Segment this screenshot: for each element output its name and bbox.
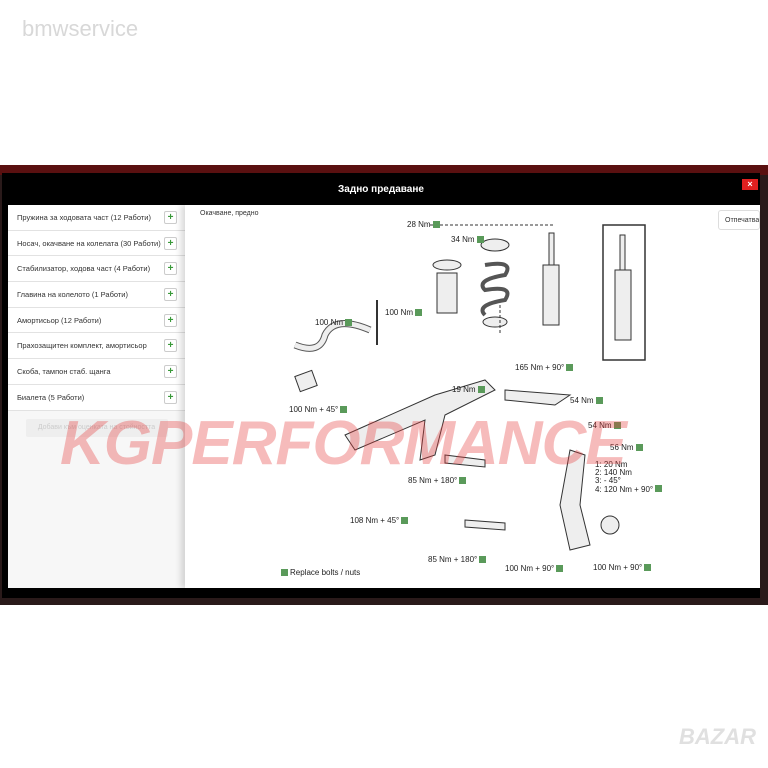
sidebar-item[interactable]: Пружина за ходовата част (12 Работи) + <box>8 205 185 231</box>
modal: Задно предаване × Пружина за ходовата ча… <box>2 173 760 598</box>
add-icon[interactable]: + <box>164 339 177 353</box>
category-sidebar: Пружина за ходовата част (12 Работи) + Но… <box>8 205 185 588</box>
print-button[interactable]: Отпечатване <box>718 210 760 230</box>
add-icon[interactable]: + <box>164 390 177 404</box>
diagram-subtitle: Окачване, предно <box>200 210 259 217</box>
item-label: Скоба, тампон стаб. щанга <box>17 366 111 376</box>
torque-label: 54 Nm <box>588 421 621 430</box>
torque-label: 54 Nm <box>570 396 603 405</box>
item-label: Главина на колелото (1 Работи) <box>17 289 128 299</box>
item-label: Носач, окачване на колелата (30 Работи) <box>17 238 161 248</box>
sidebar-item[interactable]: Прахозащитен комплект, амортисьор + <box>8 333 185 360</box>
sidebar-item[interactable]: Биалета (5 Работи) + <box>8 384 185 411</box>
add-icon[interactable]: + <box>164 313 177 327</box>
replace-icon <box>281 569 288 576</box>
torque-label: 108 Nm + 45° <box>350 516 409 525</box>
torque-label: 100 Nm + 90° <box>505 564 564 573</box>
torque-label: 85 Nm + 180° <box>408 476 467 485</box>
sidebar-item[interactable]: Стабилизатор, ходова част (4 Работи) + <box>8 256 185 283</box>
add-icon[interactable]: + <box>164 262 177 276</box>
add-icon[interactable]: + <box>164 364 177 378</box>
item-label: Прахозащитен комплект, амортисьор <box>17 341 147 351</box>
sidebar-item[interactable]: Амортисьор (12 Работи) + <box>8 307 185 334</box>
add-icon[interactable]: + <box>164 287 177 301</box>
torque-label: 165 Nm + 90° <box>515 363 574 372</box>
sidebar-item[interactable]: Носач, окачване на колелата (30 Работи)+ <box>8 230 185 257</box>
torque-label: 85 Nm + 180° <box>428 555 487 564</box>
suspension-diagram <box>293 224 646 551</box>
watermark-bazar: BAZAR <box>679 724 756 749</box>
add-icon[interactable]: + <box>164 210 177 224</box>
modal-title: Задно предаване <box>338 184 424 195</box>
add-to-estimate-button[interactable]: Добави към оценката на стойността <box>25 418 168 437</box>
item-label: Амортисьор (12 Работи) <box>17 315 102 325</box>
item-label: Биалета (5 Работи) <box>17 392 85 402</box>
torque-label: 100 Nm <box>315 318 353 327</box>
item-label: Стабилизатор, ходова част (4 Работи) <box>17 264 151 274</box>
torque-label: 100 Nm <box>385 308 423 317</box>
add-icon[interactable]: + <box>164 236 177 250</box>
torque-label: 19 Nm <box>452 385 485 394</box>
torque-label: 100 Nm + 90° <box>593 563 652 572</box>
torque-label: 28 Nm <box>407 220 440 229</box>
item-label: Пружина за ходовата част (12 Работи) <box>17 212 151 222</box>
legend: Replace bolts / nuts <box>281 568 360 577</box>
close-button[interactable]: × <box>742 179 758 190</box>
torque-label: 100 Nm + 45° <box>289 405 348 414</box>
diagram-panel: Окачване, предно Отпечатване 28 Nm 34 Nm… <box>185 205 760 588</box>
sidebar-item[interactable]: Скоба, тампон стаб. щанга + <box>8 359 185 385</box>
torque-label: 34 Nm <box>451 235 484 244</box>
watermark-bmwservice: bmwservice <box>22 16 139 41</box>
modal-header: Задно предаване × <box>2 173 760 205</box>
torque-label: 56 Nm <box>610 443 643 452</box>
sidebar-item[interactable]: Главина на колелото (1 Работи) + <box>8 282 185 308</box>
